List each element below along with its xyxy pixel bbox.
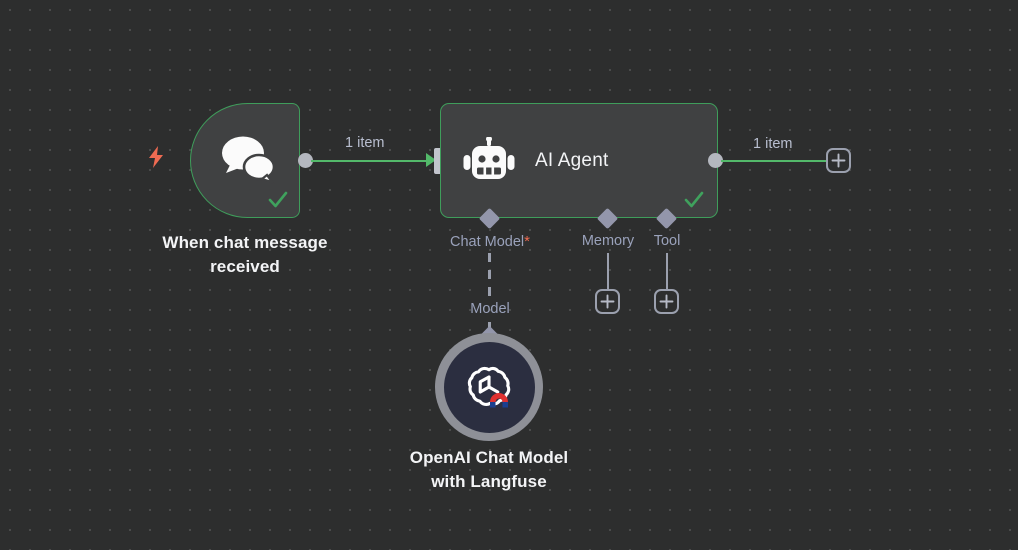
connection-label-model: Model	[470, 301, 510, 317]
sub-connector-label-text-chat-model: Chat Model	[450, 234, 525, 250]
connection-arrow-icon	[425, 152, 439, 173]
openai-logo-icon	[464, 362, 514, 412]
chat-bubbles-icon	[219, 133, 277, 190]
robot-icon	[463, 136, 515, 192]
connection-agent-to-next[interactable]	[721, 159, 826, 162]
plus-icon	[600, 294, 615, 309]
connector-line-memory	[606, 253, 609, 291]
status-check-icon-agent	[683, 189, 705, 211]
connection-trigger-to-agent[interactable]	[311, 159, 431, 162]
connector-line-tool	[665, 253, 668, 291]
connection-chat-model-to-openai[interactable]	[488, 253, 491, 298]
agent-input-port[interactable]	[434, 148, 444, 174]
node-openai-chat-model[interactable]	[435, 333, 543, 441]
connection-label-agent-to-next: 1 item	[753, 136, 793, 152]
sub-connector-label-tool: Tool	[653, 233, 681, 249]
node-title-ai-agent: AI Agent	[535, 149, 609, 171]
status-check-icon-trigger	[267, 189, 289, 211]
plus-icon	[659, 294, 674, 309]
add-tool-node-button[interactable]	[654, 289, 679, 314]
openai-node-inner	[443, 341, 535, 433]
trigger-output-port[interactable]	[298, 153, 313, 168]
plus-icon	[831, 153, 846, 168]
node-label-trigger: When chat message received	[162, 233, 328, 277]
connection-label-trigger-to-agent: 1 item	[345, 135, 385, 151]
langfuse-magnet-icon	[490, 393, 508, 408]
sub-connector-label-memory: Memory	[581, 233, 635, 249]
add-output-node-button[interactable]	[826, 148, 851, 173]
agent-output-port[interactable]	[708, 153, 723, 168]
lightning-bolt-icon	[146, 145, 166, 174]
add-memory-node-button[interactable]	[595, 289, 620, 314]
node-label-openai: OpenAI Chat Model with Langfuse	[409, 448, 569, 492]
node-ai-agent[interactable]: AI Agent	[440, 103, 718, 218]
node-when-chat-message-received[interactable]	[190, 103, 300, 218]
sub-connector-label-chat-model: Chat Model*	[415, 233, 565, 250]
required-asterisk-chat-model: *	[524, 233, 530, 250]
